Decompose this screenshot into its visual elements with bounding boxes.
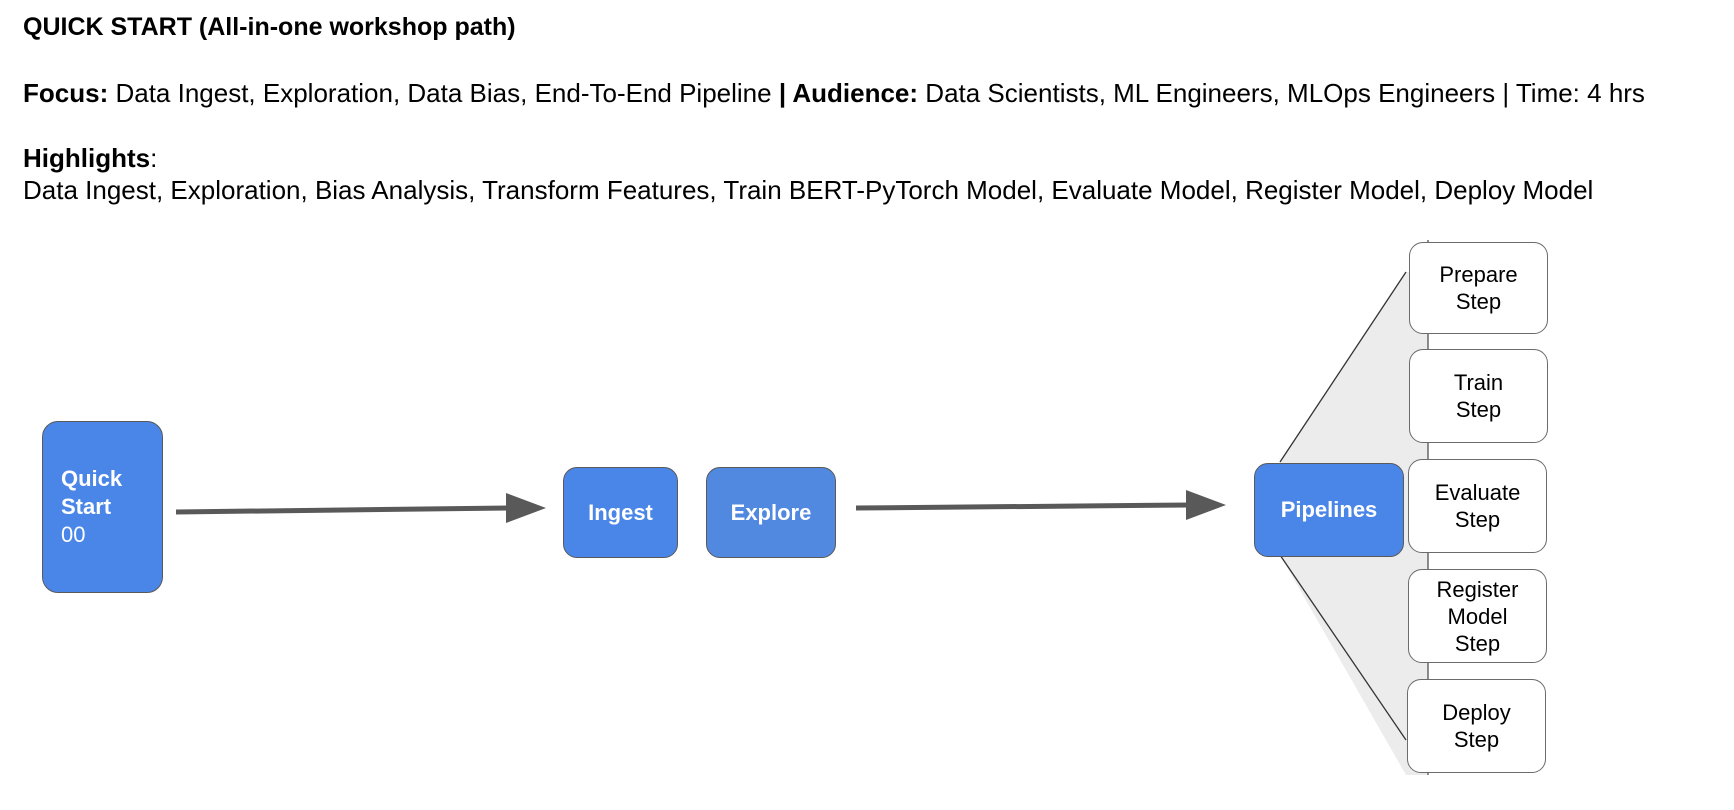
separator: | [778, 78, 787, 108]
deploy-step-line1: Deploy [1442, 700, 1511, 725]
fan-upper-edge [1279, 271, 1407, 463]
audience-label: Audience: [786, 78, 919, 108]
quick-start-number: 00 [61, 522, 86, 547]
arrow-head-1 [506, 493, 546, 523]
train-step-line2: Step [1455, 397, 1502, 422]
explore-node[interactable]: Explore [706, 467, 836, 558]
quick-start-node[interactable]: Quick Start 00 [42, 421, 163, 593]
register-step-line1: Register [1436, 576, 1519, 602]
pipelines-node[interactable]: Pipelines [1254, 463, 1404, 557]
evaluate-step-line1: Evaluate [1434, 480, 1521, 505]
arrow-explore-to-pipelines [855, 502, 1191, 511]
focus-line: Focus: Data Ingest, Exploration, Data Bi… [23, 78, 1645, 109]
audience-text: Data Scientists, ML Engineers, MLOps Eng… [918, 78, 1645, 108]
fan-lower-edge [1279, 554, 1407, 741]
focus-label: Focus: [23, 78, 109, 108]
deploy-step-line2: Step [1453, 727, 1500, 752]
arrow-head-2 [1186, 490, 1226, 520]
highlights-heading: Highlights: [23, 143, 157, 174]
focus-text: Data Ingest, Exploration, Data Bias, End… [108, 78, 779, 108]
page-title: QUICK START (All-in-one workshop path) [23, 13, 516, 41]
quick-start-label-2: Start [61, 494, 112, 519]
quick-start-label-1: Quick [61, 466, 123, 491]
prepare-step-line1: Prepare [1439, 262, 1518, 287]
prepare-step-line2: Step [1455, 289, 1502, 314]
highlights-list: Data Ingest, Exploration, Bias Analysis,… [23, 175, 1594, 205]
ingest-node[interactable]: Ingest [563, 467, 678, 558]
evaluate-step-line2: Step [1454, 507, 1501, 532]
arrow-quickstart-to-ingest [175, 505, 511, 515]
train-step-line1: Train [1453, 370, 1504, 395]
highlights-label: Highlights [23, 143, 151, 173]
register-step-line3: Step [1454, 630, 1501, 656]
highlights-colon: : [150, 143, 158, 173]
register-step-line2: Model [1447, 603, 1508, 629]
